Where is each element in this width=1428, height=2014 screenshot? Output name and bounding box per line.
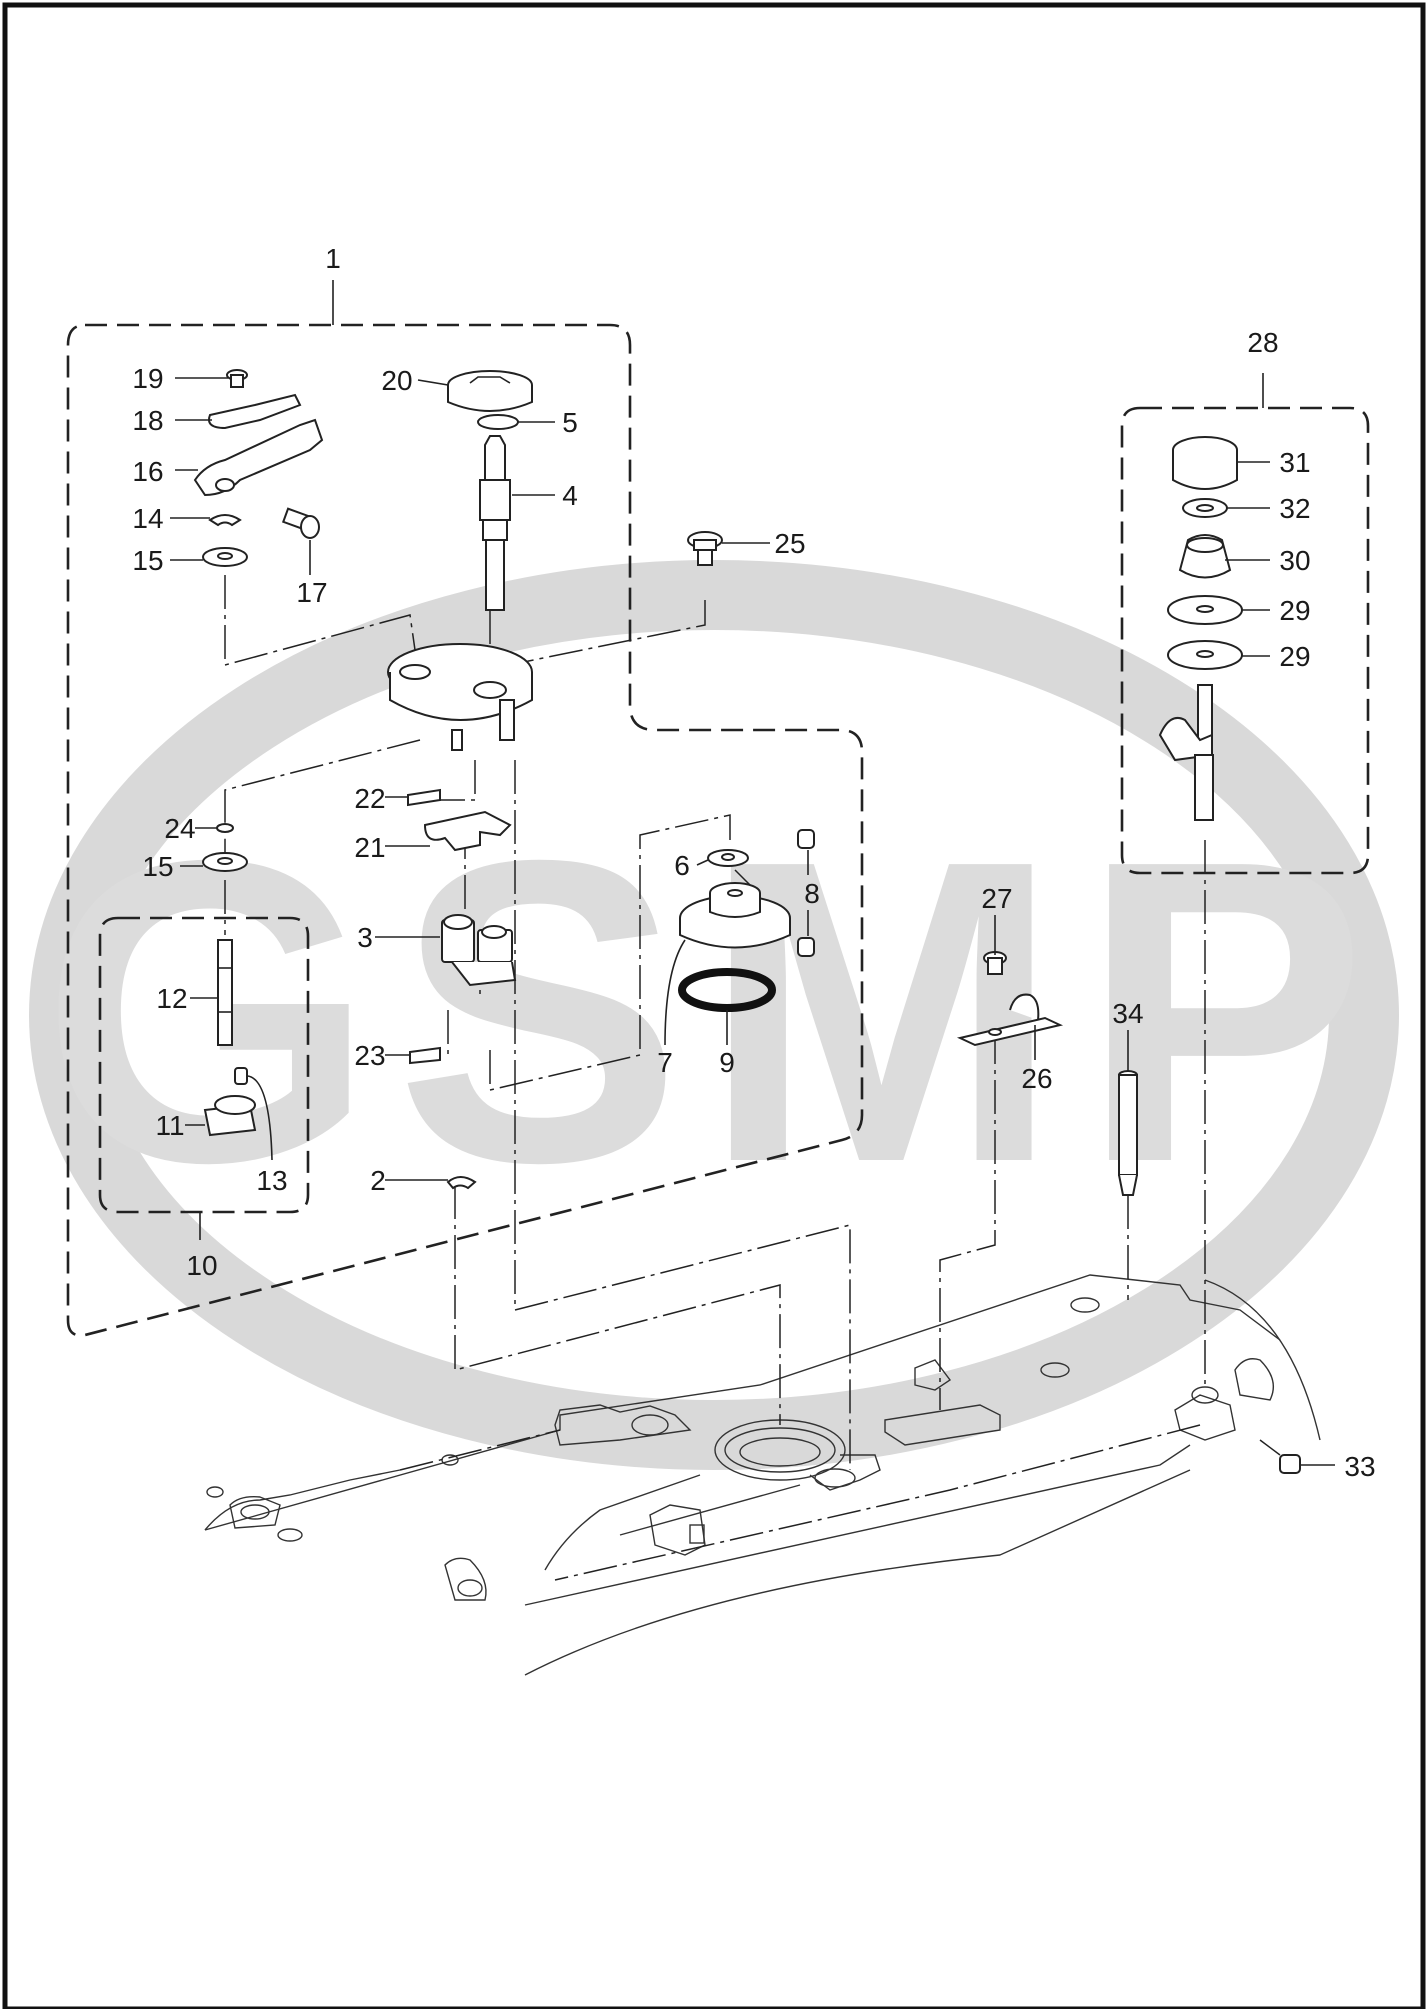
label-2: 2 <box>370 1165 386 1196</box>
label-26: 26 <box>1021 1063 1052 1094</box>
part-16-hole <box>215 478 235 492</box>
label-10: 10 <box>186 1250 217 1281</box>
label-27: 27 <box>981 883 1012 914</box>
part-11-collar <box>203 1095 257 1137</box>
part-29-disc-bottom <box>1167 640 1243 670</box>
part-29-disc-top <box>1167 595 1243 625</box>
label-6: 6 <box>674 850 690 881</box>
part-30-spring <box>1178 534 1232 579</box>
group-box-10 <box>98 916 310 1214</box>
label-11: 11 <box>155 1110 184 1141</box>
part-32-nut <box>1182 498 1228 518</box>
part-2-clip <box>446 1176 477 1190</box>
part-21-fork <box>423 810 512 852</box>
machine-bed <box>204 1274 1321 1676</box>
label-30: 30 <box>1279 545 1310 576</box>
part-8-screw-top <box>797 829 815 849</box>
part-16-lever <box>193 418 324 497</box>
label-29b: 29 <box>1279 641 1310 672</box>
part-5-ring <box>477 414 519 430</box>
part-27-screw <box>983 951 1007 975</box>
label-3: 3 <box>357 922 373 953</box>
watermark: GSMP <box>29 560 1399 1470</box>
part-12-pin <box>217 939 233 1046</box>
label-9: 9 <box>719 1047 735 1078</box>
part-26-bracket <box>956 993 1064 1047</box>
part-4-shaft <box>479 435 511 611</box>
part-25-screw <box>687 531 723 566</box>
label-14: 14 <box>132 503 163 534</box>
label-1: 1 <box>325 243 341 274</box>
part-26-hole <box>988 1028 1002 1036</box>
label-5: 5 <box>562 407 578 438</box>
part-24-ring <box>216 823 234 833</box>
part-33-screw <box>1279 1454 1301 1474</box>
group-box-28 <box>1120 406 1370 875</box>
part-19-screw <box>226 369 248 388</box>
group-box-1 <box>66 323 864 1337</box>
label-15a: 15 <box>132 545 163 576</box>
label-4: 4 <box>562 480 578 511</box>
part-3-block <box>441 914 517 987</box>
label-21: 21 <box>354 832 385 863</box>
part-28-stud <box>1158 684 1214 821</box>
part-31-knob <box>1172 436 1238 490</box>
label-13: 13 <box>256 1165 287 1196</box>
part-20-cap <box>447 370 533 412</box>
label-28: 28 <box>1247 327 1278 358</box>
label-18: 18 <box>132 405 163 436</box>
part-14-clip <box>208 514 242 527</box>
part-13-screw <box>234 1067 248 1085</box>
part-1-base-disc <box>387 643 533 751</box>
label-8: 8 <box>804 878 820 909</box>
label-33: 33 <box>1344 1451 1375 1482</box>
part-6-washer <box>707 849 749 867</box>
leader-lines <box>170 280 1335 1466</box>
label-12: 12 <box>156 983 187 1014</box>
part-17-screw <box>281 507 320 539</box>
label-16: 16 <box>132 456 163 487</box>
label-19: 19 <box>132 363 163 394</box>
part-22-spring <box>407 788 441 807</box>
part-23-spring <box>409 1046 441 1065</box>
part-8-screw-bottom <box>797 937 815 957</box>
label-20: 20 <box>381 365 412 396</box>
part-7-pulley <box>679 882 791 949</box>
label-23: 23 <box>354 1040 385 1071</box>
label-7: 7 <box>657 1047 673 1078</box>
label-29a: 29 <box>1279 595 1310 626</box>
label-25: 25 <box>774 528 805 559</box>
label-22: 22 <box>354 783 385 814</box>
label-24: 24 <box>164 813 195 844</box>
part-18-plate <box>208 393 302 430</box>
part-15-washer-lower <box>202 852 248 872</box>
label-17: 17 <box>296 577 327 608</box>
label-32: 32 <box>1279 493 1310 524</box>
part-15-washer-top <box>202 547 248 567</box>
label-31: 31 <box>1279 447 1310 478</box>
part-labels: 1 19 18 16 14 15 17 20 5 4 25 22 21 24 1… <box>132 243 1375 1482</box>
watermark-text: GSMP <box>41 772 1387 1252</box>
part-34-pin <box>1118 1070 1138 1196</box>
label-15b: 15 <box>142 851 173 882</box>
label-34: 34 <box>1112 998 1143 1029</box>
part-9-belt-ring <box>678 968 776 1012</box>
